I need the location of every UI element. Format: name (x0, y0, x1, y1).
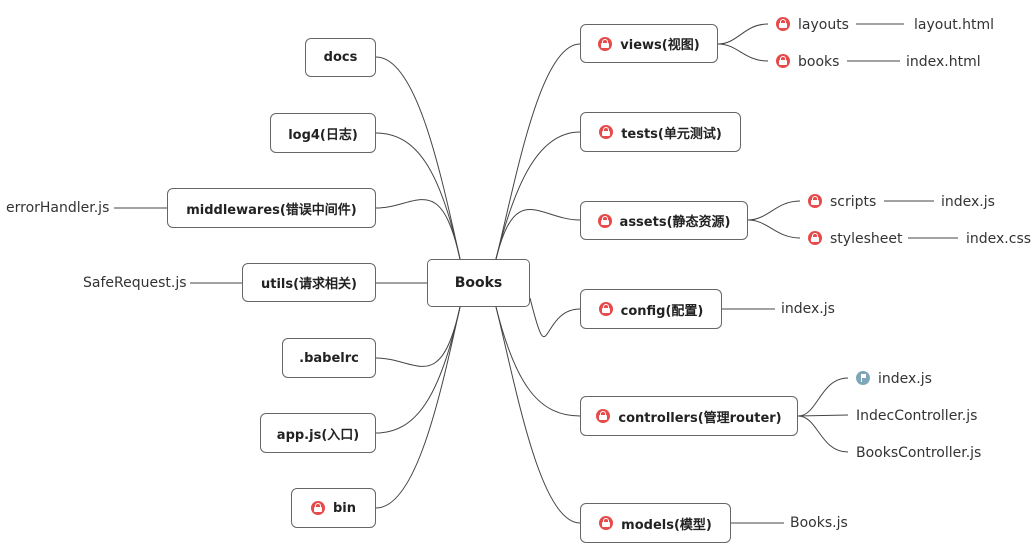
lock-icon (599, 125, 614, 139)
connector-line (375, 132, 461, 260)
node-middlewares[interactable]: middlewares(错误中间件) (167, 188, 376, 228)
leaf-index-html[interactable]: index.html (906, 54, 981, 70)
connector-line (495, 306, 581, 417)
node-label: .babelrc (299, 350, 359, 366)
lock-icon (596, 409, 611, 423)
node-label: config(配置) (620, 303, 704, 319)
node-config[interactable]: config(配置) (580, 289, 722, 329)
node-label: app.js(入口) (276, 427, 360, 443)
root-label: Books (454, 275, 503, 291)
node-label: bin (332, 500, 357, 516)
leaf-scripts[interactable]: scripts (808, 194, 876, 210)
lock-icon (776, 54, 790, 68)
node-label: docs (323, 50, 358, 65)
leaf-books-js[interactable]: Books.js (790, 515, 848, 531)
node-label: views(视图) (620, 38, 700, 53)
connector-line (375, 306, 461, 509)
connector-line (495, 209, 581, 260)
node-label: tests(单元测试) (621, 126, 722, 142)
node-label: utils(请求相关) (260, 277, 357, 292)
node-views[interactable]: views(视图) (580, 24, 718, 63)
node-label: log4(日志) (288, 127, 358, 143)
leaf-bookscontroller[interactable]: BooksController.js (856, 445, 982, 461)
leaf-scripts-index-js[interactable]: index.js (941, 194, 995, 210)
connector-line (747, 219, 801, 239)
connector-line (717, 43, 769, 62)
connector-line (375, 306, 461, 434)
node-label: middlewares(错误中间件) (186, 202, 357, 218)
node-assets[interactable]: assets(静态资源) (580, 201, 748, 240)
node-bin[interactable]: bin (291, 488, 376, 528)
node-log4[interactable]: log4(日志) (270, 113, 376, 153)
node-label: assets(静态资源) (619, 215, 731, 230)
node-models[interactable]: models(模型) (580, 503, 731, 543)
leaf-errorhandler[interactable]: errorHandler.js (6, 200, 110, 216)
connector-line (495, 306, 581, 524)
lock-icon (808, 231, 822, 245)
connector-line (717, 23, 769, 45)
leaf-books[interactable]: books (776, 54, 839, 70)
node-appjs[interactable]: app.js(入口) (260, 413, 376, 453)
connector-line (747, 200, 801, 221)
leaf-config-index-js[interactable]: index.js (781, 301, 835, 317)
node-utils[interactable]: utils(请求相关) (242, 263, 376, 302)
connector-line (797, 415, 849, 453)
connector-line (495, 43, 581, 260)
connector-line (375, 199, 461, 260)
connector-line (495, 131, 581, 260)
lock-icon (776, 17, 790, 31)
leaf-layout-html[interactable]: layout.html (914, 17, 995, 33)
lock-icon (310, 501, 325, 515)
connector-line (797, 414, 849, 417)
leaf-saferequest[interactable]: SafeRequest.js (83, 275, 187, 291)
lock-icon (597, 213, 612, 228)
connector-line (375, 56, 461, 260)
node-tests[interactable]: tests(单元测试) (580, 112, 741, 152)
connector-line (529, 297, 581, 338)
lock-icon (598, 302, 613, 316)
connector-line (375, 306, 461, 367)
node-controllers[interactable]: controllers(管理router) (580, 396, 798, 436)
root-node-books[interactable]: Books (427, 259, 530, 307)
leaf-stylesheet[interactable]: stylesheet (808, 231, 902, 247)
node-label: controllers(管理router) (618, 410, 782, 426)
node-docs[interactable]: docs (305, 38, 376, 77)
node-babelrc[interactable]: .babelrc (282, 338, 376, 378)
lock-icon (598, 36, 613, 51)
leaf-layouts[interactable]: layouts (776, 17, 849, 33)
connector-line (797, 377, 849, 417)
flag-icon (856, 371, 870, 385)
lock-icon (599, 516, 614, 530)
node-label: models(模型) (621, 517, 712, 533)
lock-icon (808, 194, 822, 208)
leaf-indeccontroller[interactable]: IndecController.js (856, 408, 978, 424)
leaf-controllers-index-js[interactable]: index.js (856, 371, 932, 387)
leaf-index-css[interactable]: index.css (966, 231, 1032, 247)
